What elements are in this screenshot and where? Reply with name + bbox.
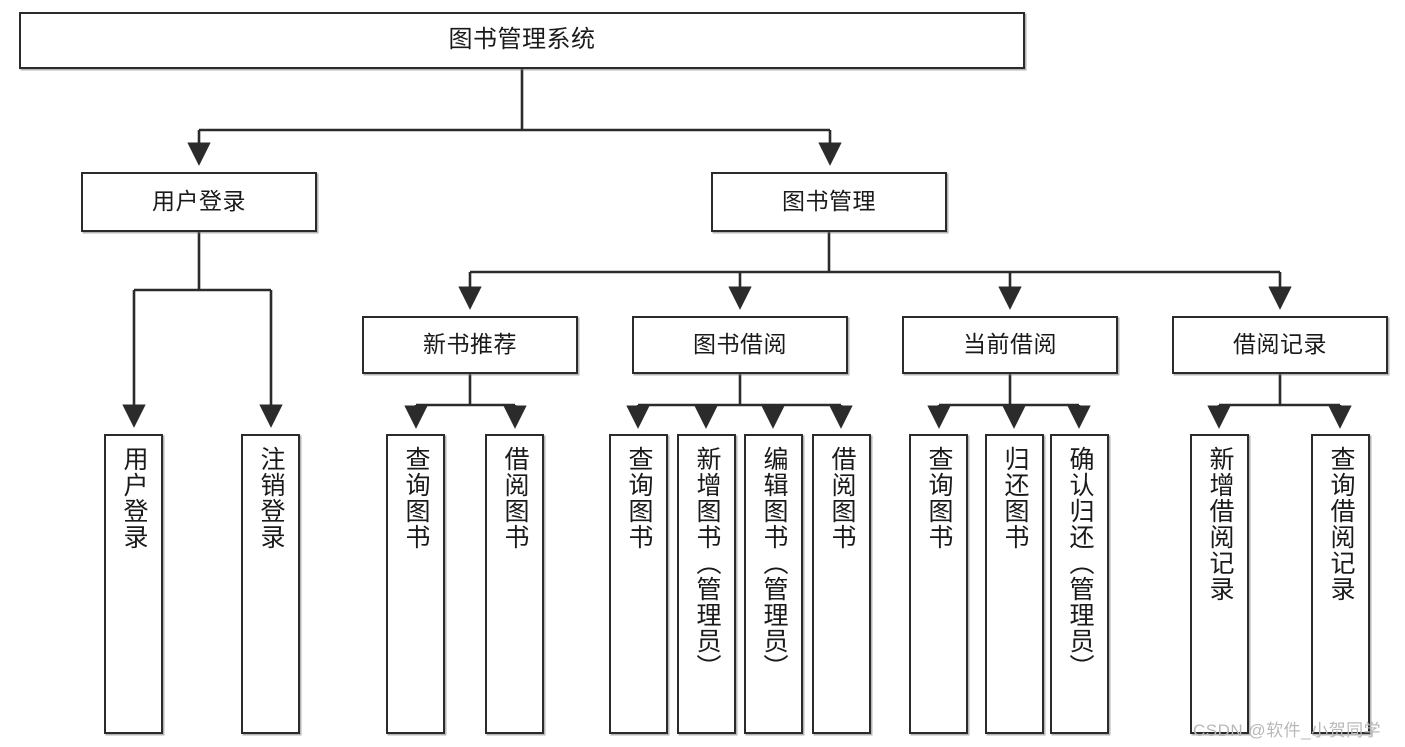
leaf-record-query[interactable]: 查询借阅记录 bbox=[1311, 434, 1370, 734]
node-book-borrow[interactable]: 图书借阅 bbox=[632, 316, 848, 374]
leaf-cur-return[interactable]: 归还图书 bbox=[985, 434, 1044, 734]
node-user-login-label: 用户登录 bbox=[152, 188, 246, 215]
leaf-borrow-add[interactable]: 新增图书（管理员） bbox=[677, 434, 736, 734]
leaf-cur-confirm-label: 确认归还（管理员） bbox=[1066, 446, 1094, 680]
node-book-manage-label: 图书管理 bbox=[782, 188, 876, 215]
node-root-label: 图书管理系统 bbox=[448, 26, 596, 54]
leaf-record-query-label: 查询借阅记录 bbox=[1327, 446, 1355, 602]
leaf-user-login-label: 用户登录 bbox=[120, 446, 148, 550]
leaf-rec-query[interactable]: 查询图书 bbox=[386, 434, 445, 734]
node-new-book-rec-label: 新书推荐 bbox=[423, 331, 517, 358]
leaf-borrow-add-label: 新增图书（管理员） bbox=[693, 446, 721, 680]
leaf-user-login[interactable]: 用户登录 bbox=[104, 434, 163, 734]
leaf-user-logout[interactable]: 注销登录 bbox=[241, 434, 300, 734]
leaf-record-add-label: 新增借阅记录 bbox=[1206, 446, 1234, 602]
leaf-rec-borrow-label: 借阅图书 bbox=[501, 446, 529, 550]
leaf-cur-query-label: 查询图书 bbox=[925, 446, 953, 550]
leaf-rec-borrow[interactable]: 借阅图书 bbox=[485, 434, 544, 734]
leaf-borrow-query[interactable]: 查询图书 bbox=[609, 434, 668, 734]
csdn-watermark: CSDN @软件_小贺同学 bbox=[1193, 721, 1382, 740]
leaf-user-logout-label: 注销登录 bbox=[257, 446, 285, 550]
node-book-manage[interactable]: 图书管理 bbox=[711, 172, 947, 232]
node-book-borrow-label: 图书借阅 bbox=[693, 331, 787, 358]
node-current-borrow-label: 当前借阅 bbox=[963, 331, 1057, 358]
node-borrow-record[interactable]: 借阅记录 bbox=[1172, 316, 1388, 374]
leaf-record-add[interactable]: 新增借阅记录 bbox=[1190, 434, 1249, 734]
leaf-cur-return-label: 归还图书 bbox=[1001, 446, 1029, 550]
node-new-book-rec[interactable]: 新书推荐 bbox=[362, 316, 578, 374]
node-user-login[interactable]: 用户登录 bbox=[81, 172, 317, 232]
node-borrow-record-label: 借阅记录 bbox=[1233, 331, 1327, 358]
node-current-borrow[interactable]: 当前借阅 bbox=[902, 316, 1118, 374]
leaf-borrow-edit-label: 编辑图书（管理员） bbox=[760, 446, 788, 680]
leaf-cur-confirm[interactable]: 确认归还（管理员） bbox=[1050, 434, 1109, 734]
leaf-borrow-lend-label: 借阅图书 bbox=[828, 446, 856, 550]
leaf-cur-query[interactable]: 查询图书 bbox=[909, 434, 968, 734]
node-root[interactable]: 图书管理系统 bbox=[19, 12, 1025, 69]
leaf-rec-query-label: 查询图书 bbox=[402, 446, 430, 550]
leaf-borrow-query-label: 查询图书 bbox=[625, 446, 653, 550]
leaf-borrow-edit[interactable]: 编辑图书（管理员） bbox=[744, 434, 803, 734]
leaf-borrow-lend[interactable]: 借阅图书 bbox=[812, 434, 871, 734]
